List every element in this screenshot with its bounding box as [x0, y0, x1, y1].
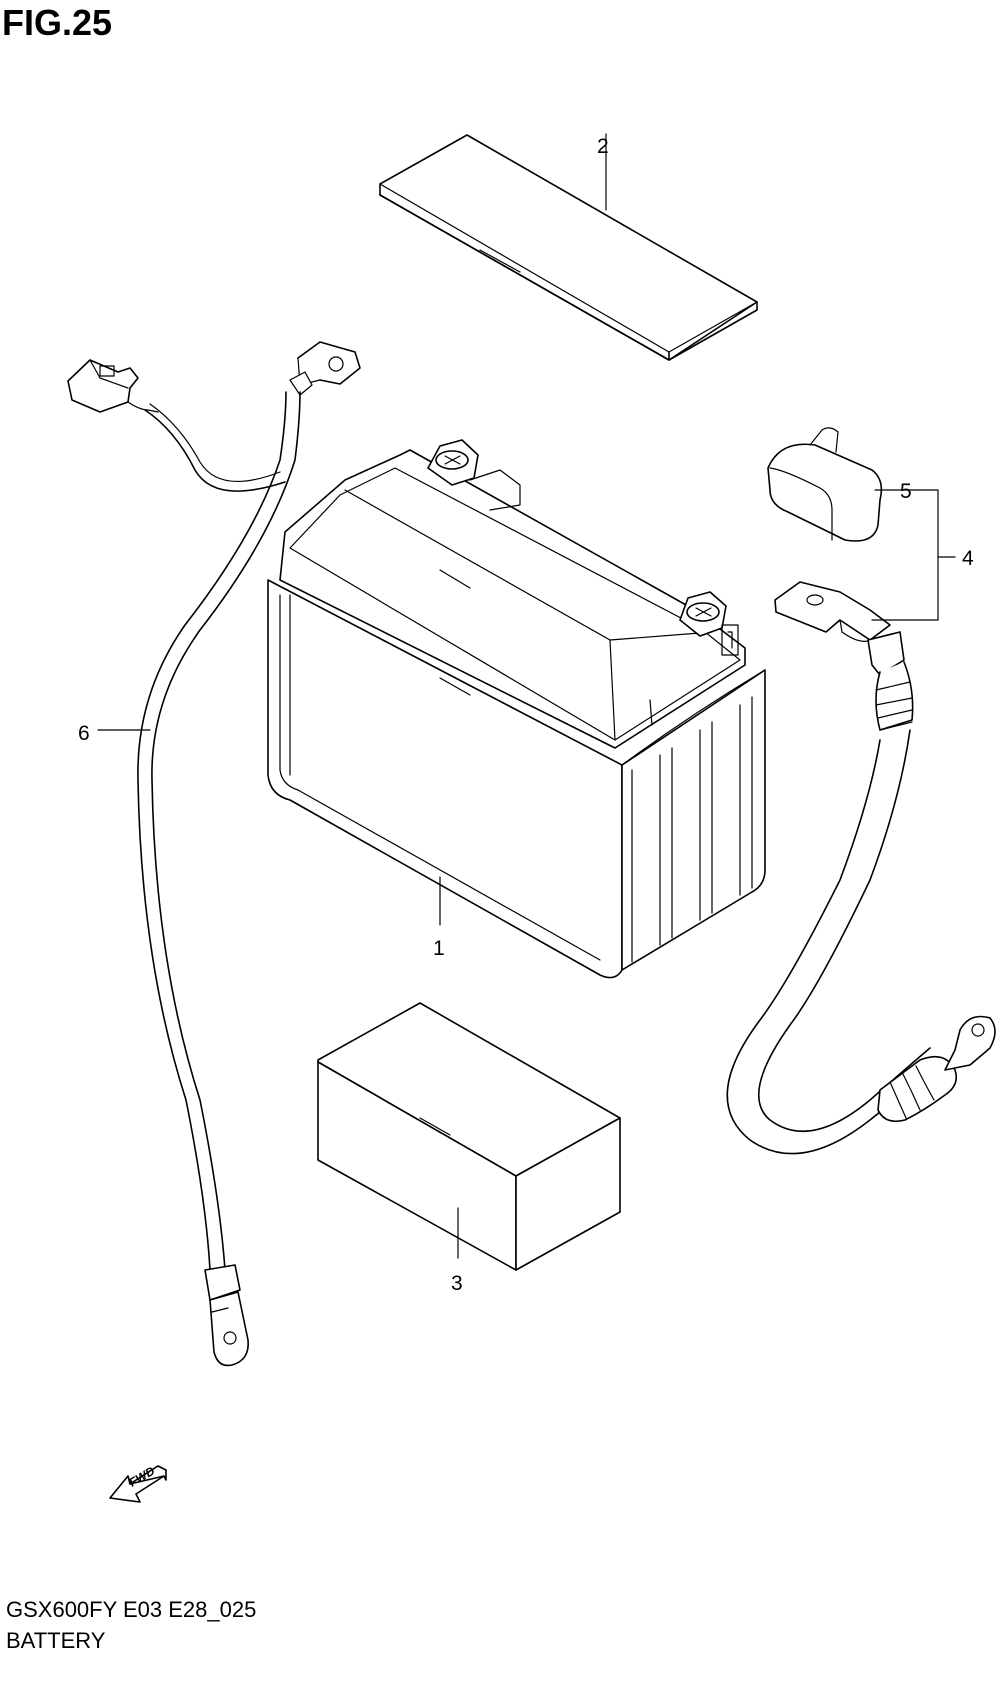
callout-2: 2 [597, 135, 609, 158]
callout-6: 6 [78, 722, 90, 745]
callout-1: 1 [433, 937, 445, 960]
battery-part-1 [267, 439, 766, 979]
section-name: BATTERY [6, 1628, 106, 1653]
callout-3: 3 [451, 1272, 463, 1295]
battery-pad-part-2 [379, 133, 758, 361]
model-code: GSX600FY E03 E28_025 [6, 1597, 257, 1622]
spacer-block-part-3 [317, 1002, 621, 1271]
fwd-arrow-icon: FWD [109, 1464, 167, 1503]
lead-wire-part-6 [67, 341, 361, 1367]
terminal-lead-part-4 [726, 427, 996, 1155]
callout-4: 4 [962, 547, 974, 570]
figure-title: FIG.25 [2, 2, 113, 43]
callout-5: 5 [900, 480, 912, 503]
